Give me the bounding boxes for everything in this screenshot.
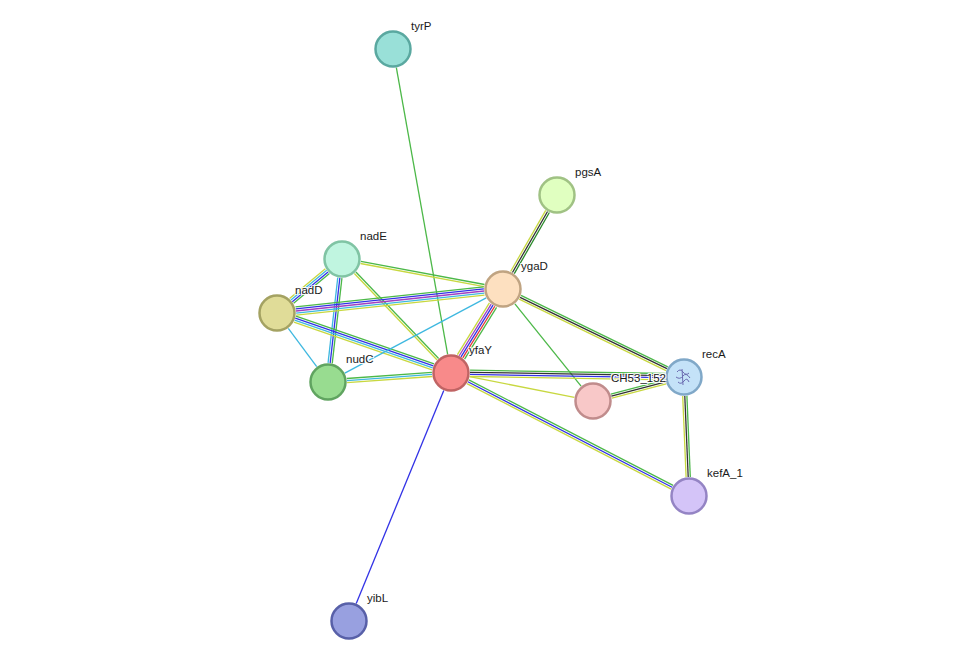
node-label: yfaY <box>469 344 492 356</box>
evidence-line <box>347 376 432 382</box>
evidence-line <box>514 213 549 274</box>
structure-sketch <box>676 369 690 385</box>
evidence-line <box>470 377 575 398</box>
node-circle <box>323 240 361 278</box>
node-disc <box>311 365 346 400</box>
interaction-edge <box>294 316 434 370</box>
node-label: pgsA <box>575 166 601 178</box>
interaction-edge <box>511 210 550 273</box>
evidence-line <box>296 295 484 315</box>
node-circle <box>330 602 368 640</box>
evidence-line <box>291 270 327 300</box>
protein-node: recA <box>665 358 703 396</box>
evidence-line <box>288 328 316 366</box>
evidence-line <box>294 322 432 370</box>
protein-node: pgsA <box>538 176 576 214</box>
node-label: kefA_1 <box>707 467 743 479</box>
node-label: yibL <box>367 592 388 604</box>
evidence-line <box>521 295 668 366</box>
evidence-line <box>295 287 483 307</box>
evidence-line <box>467 384 671 490</box>
node-disc <box>486 272 521 307</box>
evidence-line <box>396 68 447 355</box>
protein-node: CH53_152 <box>574 382 612 420</box>
evidence-line <box>361 261 485 284</box>
node-disc <box>667 360 702 395</box>
evidence-line <box>520 297 667 368</box>
protein-node: yibL <box>330 602 368 640</box>
interaction-edge <box>457 303 496 359</box>
node-label: CH53_152 <box>611 372 666 384</box>
node-disc <box>576 384 611 419</box>
evidence-line <box>295 318 433 366</box>
node-circle <box>670 477 708 515</box>
protein-node: nudC <box>309 363 347 401</box>
interaction-edge <box>360 261 484 286</box>
node-circle <box>574 382 612 420</box>
evidence-line <box>296 293 484 313</box>
interaction-edge <box>347 372 432 382</box>
evidence-line <box>332 278 342 363</box>
evidence-line <box>292 272 328 302</box>
evidence-line <box>463 306 495 358</box>
node-circle <box>538 176 576 214</box>
node-disc <box>540 178 575 213</box>
interaction-edge <box>295 287 484 315</box>
protein-node: nadE <box>323 240 361 278</box>
evidence-line <box>294 274 330 304</box>
evidence-line <box>469 380 673 486</box>
evidence-line <box>683 396 686 477</box>
evidence-line <box>295 320 433 368</box>
interaction-edge <box>290 269 330 304</box>
protein-node: kefA_1 <box>670 477 708 515</box>
interaction-edge <box>356 391 444 604</box>
evidence-line <box>328 278 338 363</box>
interaction-edge <box>519 295 668 370</box>
node-circle <box>374 30 412 68</box>
evidence-line <box>360 264 484 287</box>
node-circle <box>432 354 470 392</box>
node-circle <box>484 270 522 308</box>
node-circle <box>258 294 296 332</box>
evidence-line <box>296 289 484 309</box>
node-disc <box>260 296 295 331</box>
evidence-line <box>459 304 491 356</box>
protein-node: nadD <box>258 294 296 332</box>
evidence-line <box>290 269 326 299</box>
evidence-line <box>612 384 666 398</box>
node-disc <box>434 356 469 391</box>
evidence-line <box>468 382 672 488</box>
node-label: ygaD <box>521 260 548 272</box>
interaction-edge <box>683 396 691 477</box>
interaction-edge <box>328 278 342 364</box>
node-disc <box>376 32 411 67</box>
node-disc <box>672 479 707 514</box>
node-label: recA <box>702 348 726 360</box>
node-label: nadE <box>360 230 387 242</box>
evidence-line <box>330 278 340 363</box>
protein-node: tyrP <box>374 30 412 68</box>
protein-node: yfaY <box>432 354 470 392</box>
node-disc <box>325 242 360 277</box>
evidence-line <box>461 305 493 357</box>
node-label: tyrP <box>411 20 431 32</box>
node-circle <box>665 358 703 396</box>
node-circle <box>309 363 347 401</box>
node-label: nudC <box>346 353 374 365</box>
node-label: nadD <box>295 284 323 296</box>
interaction-edge <box>467 380 673 489</box>
evidence-line <box>296 291 484 311</box>
protein-node: ygaD <box>484 270 522 308</box>
interaction-edge <box>288 328 316 366</box>
node-disc <box>332 604 367 639</box>
evidence-line <box>356 391 444 604</box>
interaction-edge <box>470 377 575 398</box>
evidence-line <box>519 299 666 370</box>
interaction-edge <box>396 68 447 355</box>
evidence-line <box>465 307 497 359</box>
evidence-line <box>512 211 547 272</box>
